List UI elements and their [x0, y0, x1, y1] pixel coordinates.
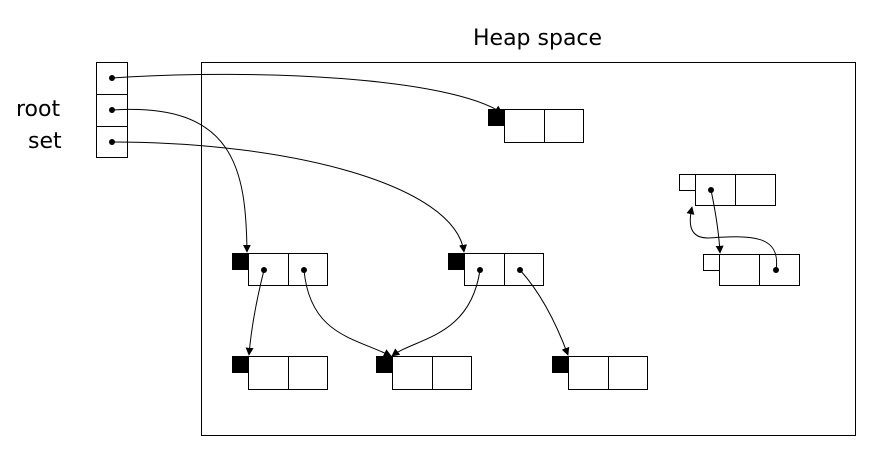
heap-space-boundary: [201, 62, 856, 436]
heap-object-B: [248, 253, 328, 286]
arrow-G-to-H: [710, 189, 724, 254]
heap-object-C: [464, 253, 544, 286]
root-set-label-line2: set: [28, 129, 62, 154]
mark-bit-F: [552, 356, 568, 373]
arrow-C-to-F: [519, 269, 570, 356]
mark-bit-C: [448, 253, 464, 270]
heap-object-H: [703, 254, 800, 286]
pointer-dots: [109, 75, 779, 273]
arrow-H-to-G: [686, 206, 778, 271]
heap-object-G: [679, 174, 776, 206]
mark-bit-A: [488, 109, 504, 126]
mark-bit-D: [232, 356, 248, 373]
heap-space-title: Heap space: [473, 26, 603, 51]
arrow-root2-to-B: [111, 108, 251, 253]
root-set-label-line1: root: [16, 97, 61, 122]
heap-object-F: [568, 356, 648, 390]
heap-object-E: [392, 356, 472, 390]
heap-object-A: [504, 109, 584, 143]
arrow-root1-to-A: [111, 73, 503, 114]
mark-bits: [232, 109, 568, 373]
pointer-arrows: [111, 73, 778, 357]
root-set: [96, 62, 128, 158]
arrow-B-to-D: [245, 269, 265, 356]
arrow-C-to-E: [391, 269, 481, 357]
arrow-B-to-E: [303, 269, 392, 357]
mark-bit-B: [232, 253, 248, 270]
heap-object-D: [248, 356, 328, 390]
mark-bit-E: [376, 356, 392, 373]
arrow-root3-to-C: [111, 141, 467, 253]
